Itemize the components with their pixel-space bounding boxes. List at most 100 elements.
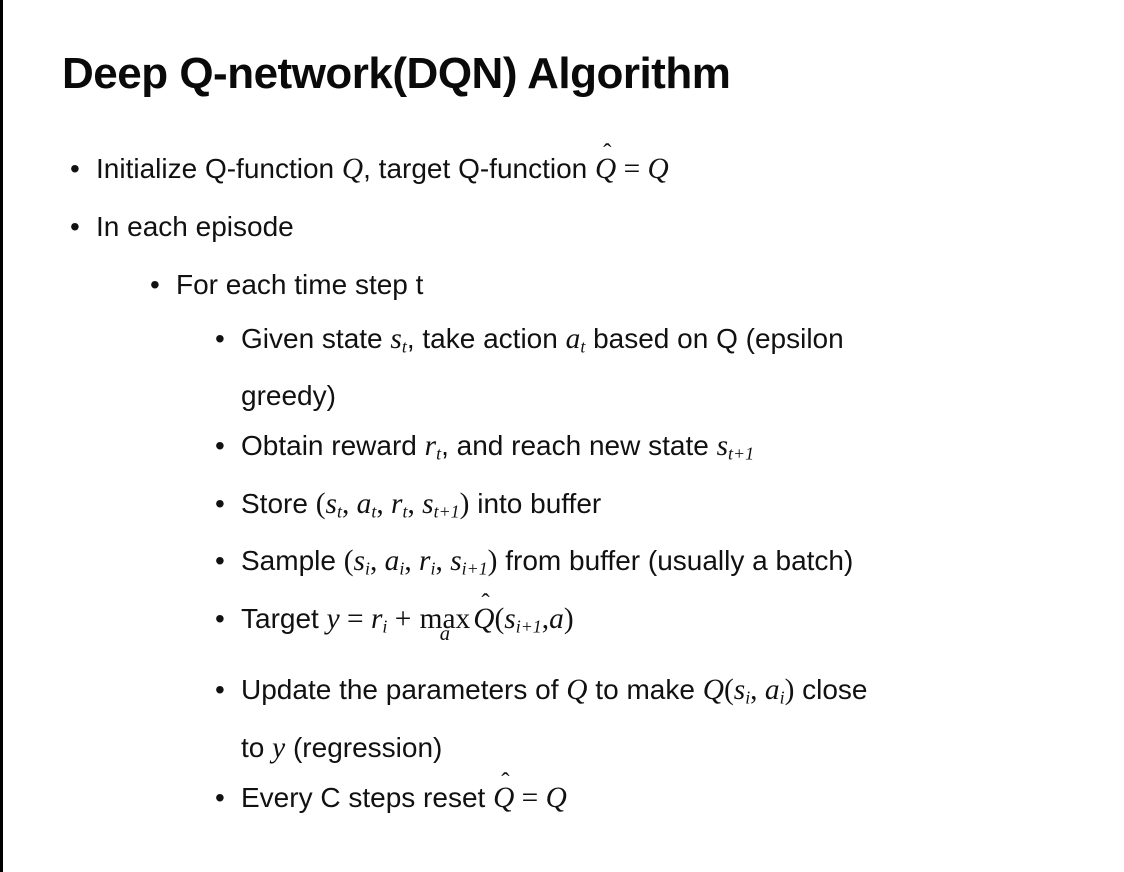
text-run: Initialize Q-function	[96, 153, 342, 184]
math-symbol: =	[339, 602, 371, 635]
hat-icon: ˆ	[501, 768, 510, 796]
text-line: Update the parameters of Q to make Q(si,…	[241, 665, 1084, 722]
math-symbol: (	[723, 674, 734, 707]
math-sub: t	[580, 336, 586, 357]
math-var: s	[422, 487, 434, 520]
text-run: Target	[241, 602, 327, 634]
math-var: Q	[702, 674, 724, 707]
underscript-var: a	[439, 622, 451, 645]
math-symbol: ,	[376, 487, 392, 520]
text-line: In each episode	[96, 202, 1084, 252]
math-symbol: (	[494, 602, 505, 635]
math-var: Q	[493, 781, 515, 814]
bullet-text: In each episode	[96, 202, 1084, 252]
math-var: s	[716, 430, 729, 463]
math-var: a	[565, 323, 581, 355]
math-var: a	[764, 674, 780, 707]
text-run: Obtain reward	[241, 430, 425, 462]
math-var: Q	[473, 602, 495, 635]
text-line: to y (regression)	[241, 723, 1084, 773]
math-symbol: (	[343, 545, 354, 578]
math-var: Q	[647, 153, 669, 185]
hat-icon: ˆ	[603, 140, 612, 168]
math-sub: t	[371, 501, 377, 522]
text-run: , target Q-function	[363, 153, 596, 184]
math-symbol: =	[616, 153, 648, 185]
math-sub: i	[382, 616, 388, 637]
math-symbol: =	[514, 781, 546, 814]
bullet-text: Given state st, take action at based on …	[241, 314, 1084, 421]
math-sub: t	[436, 443, 442, 464]
math-symbol: )	[563, 602, 574, 635]
math-var: r	[419, 545, 431, 578]
math-var: a	[549, 602, 564, 635]
math-symbol: ,	[541, 602, 550, 635]
bullet-text: For each time step t	[176, 260, 1084, 310]
math-var: s	[390, 323, 402, 355]
text-run: , take action	[406, 323, 566, 354]
list-item: • Obtain reward rt, and reach new state …	[62, 421, 1084, 478]
bullet-icon: •	[150, 269, 160, 300]
math-var: r	[424, 430, 437, 463]
math-var: Q	[566, 674, 588, 707]
math-sub: t+1	[433, 501, 460, 522]
math-symbol: ,	[407, 487, 423, 520]
text-run: to	[241, 731, 273, 763]
bullet-icon: •	[215, 323, 225, 354]
list-item: • Store (st, at, rt, st+1) into buffer	[62, 479, 1084, 536]
math-symbol: (	[315, 487, 326, 520]
bullet-icon: •	[215, 602, 225, 634]
math-var: y	[272, 731, 286, 764]
text-line: Store (st, at, rt, st+1) into buffer	[241, 479, 1084, 536]
hat-icon: ˆ	[481, 589, 490, 617]
math-symbol: )	[459, 487, 470, 520]
math-sub: i	[745, 687, 751, 708]
math-var: Q	[545, 781, 567, 814]
text-run: based on Q (epsilon	[585, 323, 844, 354]
math-var: r	[391, 487, 403, 520]
list-item: • Given state st, take action at based o…	[62, 314, 1084, 421]
math-symbol: ,	[435, 545, 451, 578]
math-sub: t	[336, 501, 342, 522]
math-symbol: ,	[404, 545, 420, 578]
bullet-text: Update the parameters of Q to make Q(si,…	[241, 665, 1084, 772]
text-run: from buffer (usually a batch)	[497, 545, 854, 577]
math-sub: i+1	[461, 558, 488, 579]
text-run: Update the parameters of	[241, 674, 567, 706]
math-var: s	[353, 545, 365, 578]
slide-title: Deep Q-network(DQN) Algorithm	[62, 49, 731, 98]
text-run: , and reach new state	[441, 430, 717, 462]
list-item: • Sample (si, ai, ri, si+1) from buffer …	[62, 536, 1084, 593]
math-var: a	[356, 487, 372, 520]
math-var: Q	[341, 153, 364, 185]
max-operator: max	[419, 602, 471, 635]
math-symbol: )	[784, 674, 795, 707]
math-var: y	[326, 602, 340, 635]
text-run: Sample	[241, 545, 344, 577]
text-run: Every C steps reset	[241, 781, 494, 813]
text-line: Given state st, take action at based on …	[241, 314, 1084, 371]
text-run: to make	[587, 674, 703, 706]
math-symbol: )	[487, 545, 498, 578]
math-var: s	[450, 545, 462, 578]
list-item: • Initialize Q-function Q, target Q-func…	[62, 141, 1084, 194]
text-line: Sample (si, ai, ri, si+1) from buffer (u…	[241, 536, 1084, 593]
math-symbol: ,	[369, 545, 385, 578]
list-item: • For each time step t	[62, 260, 1084, 310]
math-sub: i+1	[515, 616, 542, 637]
math-sub: i	[430, 558, 436, 579]
bullet-icon: •	[215, 781, 225, 813]
math-sub: t+1	[728, 443, 755, 464]
list-item: • Update the parameters of Q to make Q(s…	[62, 665, 1084, 772]
list-item: • In each episode	[62, 202, 1084, 252]
bullet-icon: •	[70, 153, 80, 184]
text-line: For each time step t	[176, 260, 1084, 310]
